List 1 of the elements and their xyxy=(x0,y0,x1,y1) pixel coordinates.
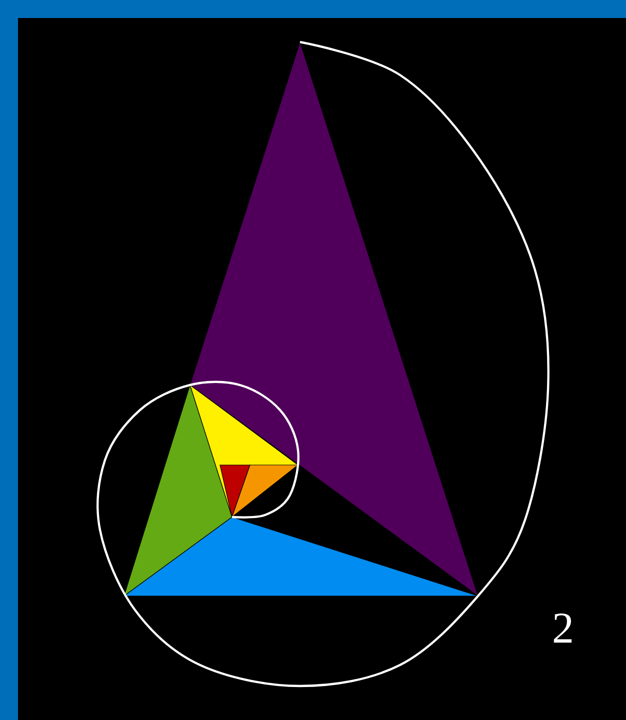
number-label: 2 xyxy=(554,613,572,643)
